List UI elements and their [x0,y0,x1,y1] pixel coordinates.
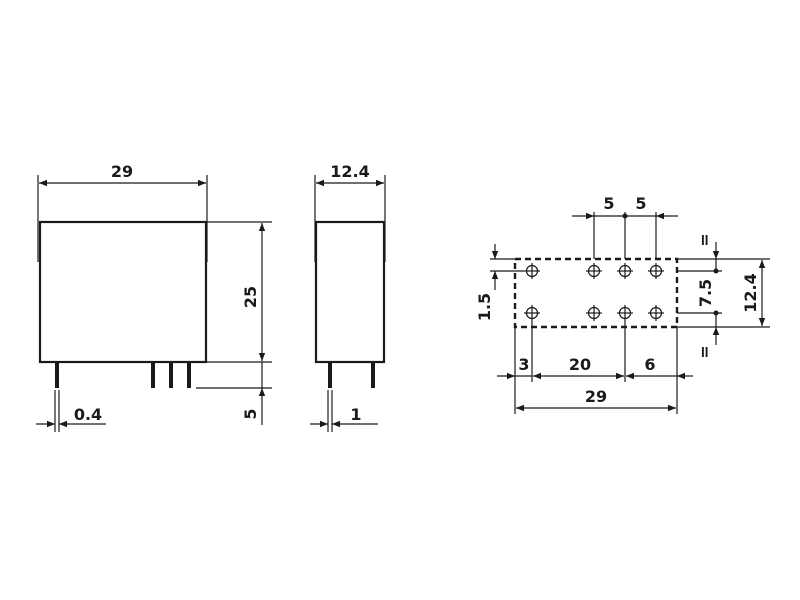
pin-hole [617,305,633,321]
front-pin [169,362,173,388]
pin-hole [586,263,602,279]
pin-hole [617,263,633,279]
equal-mark-top: = [695,233,714,246]
side-view: 12.4 1 [310,162,386,432]
pin-hole [586,305,602,321]
row-pitch-label: 7.5 [696,279,715,307]
front-pin [55,362,59,388]
footprint-width-label: 12.4 [741,273,760,312]
side-width-label: 12.4 [330,162,369,181]
side-view-body [314,220,386,364]
equal-mark-bottom: = [695,345,714,358]
footprint-view: 5 5 1.5 = = 7.5 12.4 3 2 [475,194,770,414]
pin-hole [524,263,540,279]
pin-hole [648,305,664,321]
side-pin-spacing-label: 1 [350,405,361,424]
pin-hole [648,263,664,279]
front-pin-length-label: 5 [241,408,260,419]
seg-middle-label: 20 [569,355,591,374]
pin-hole [524,305,540,321]
front-pin-width-label: 0.4 [74,405,102,424]
seg-left-label: 3 [518,355,529,374]
front-view: 29 25 5 0.4 [36,162,272,432]
footprint-length-label: 29 [585,387,607,406]
front-pin [187,362,191,388]
front-view-body [38,220,208,364]
side-pin [328,362,332,388]
front-width-label: 29 [111,162,133,181]
top-pitch-left-label: 5 [603,194,614,213]
top-pitch-right-label: 5 [635,194,646,213]
side-pin [371,362,375,388]
seg-right-label: 6 [644,355,655,374]
front-pin [151,362,155,388]
footprint-holes [524,263,664,321]
front-height-label: 25 [241,286,260,308]
footprint-outline [513,257,679,329]
hole-offset-label: 1.5 [475,293,494,321]
